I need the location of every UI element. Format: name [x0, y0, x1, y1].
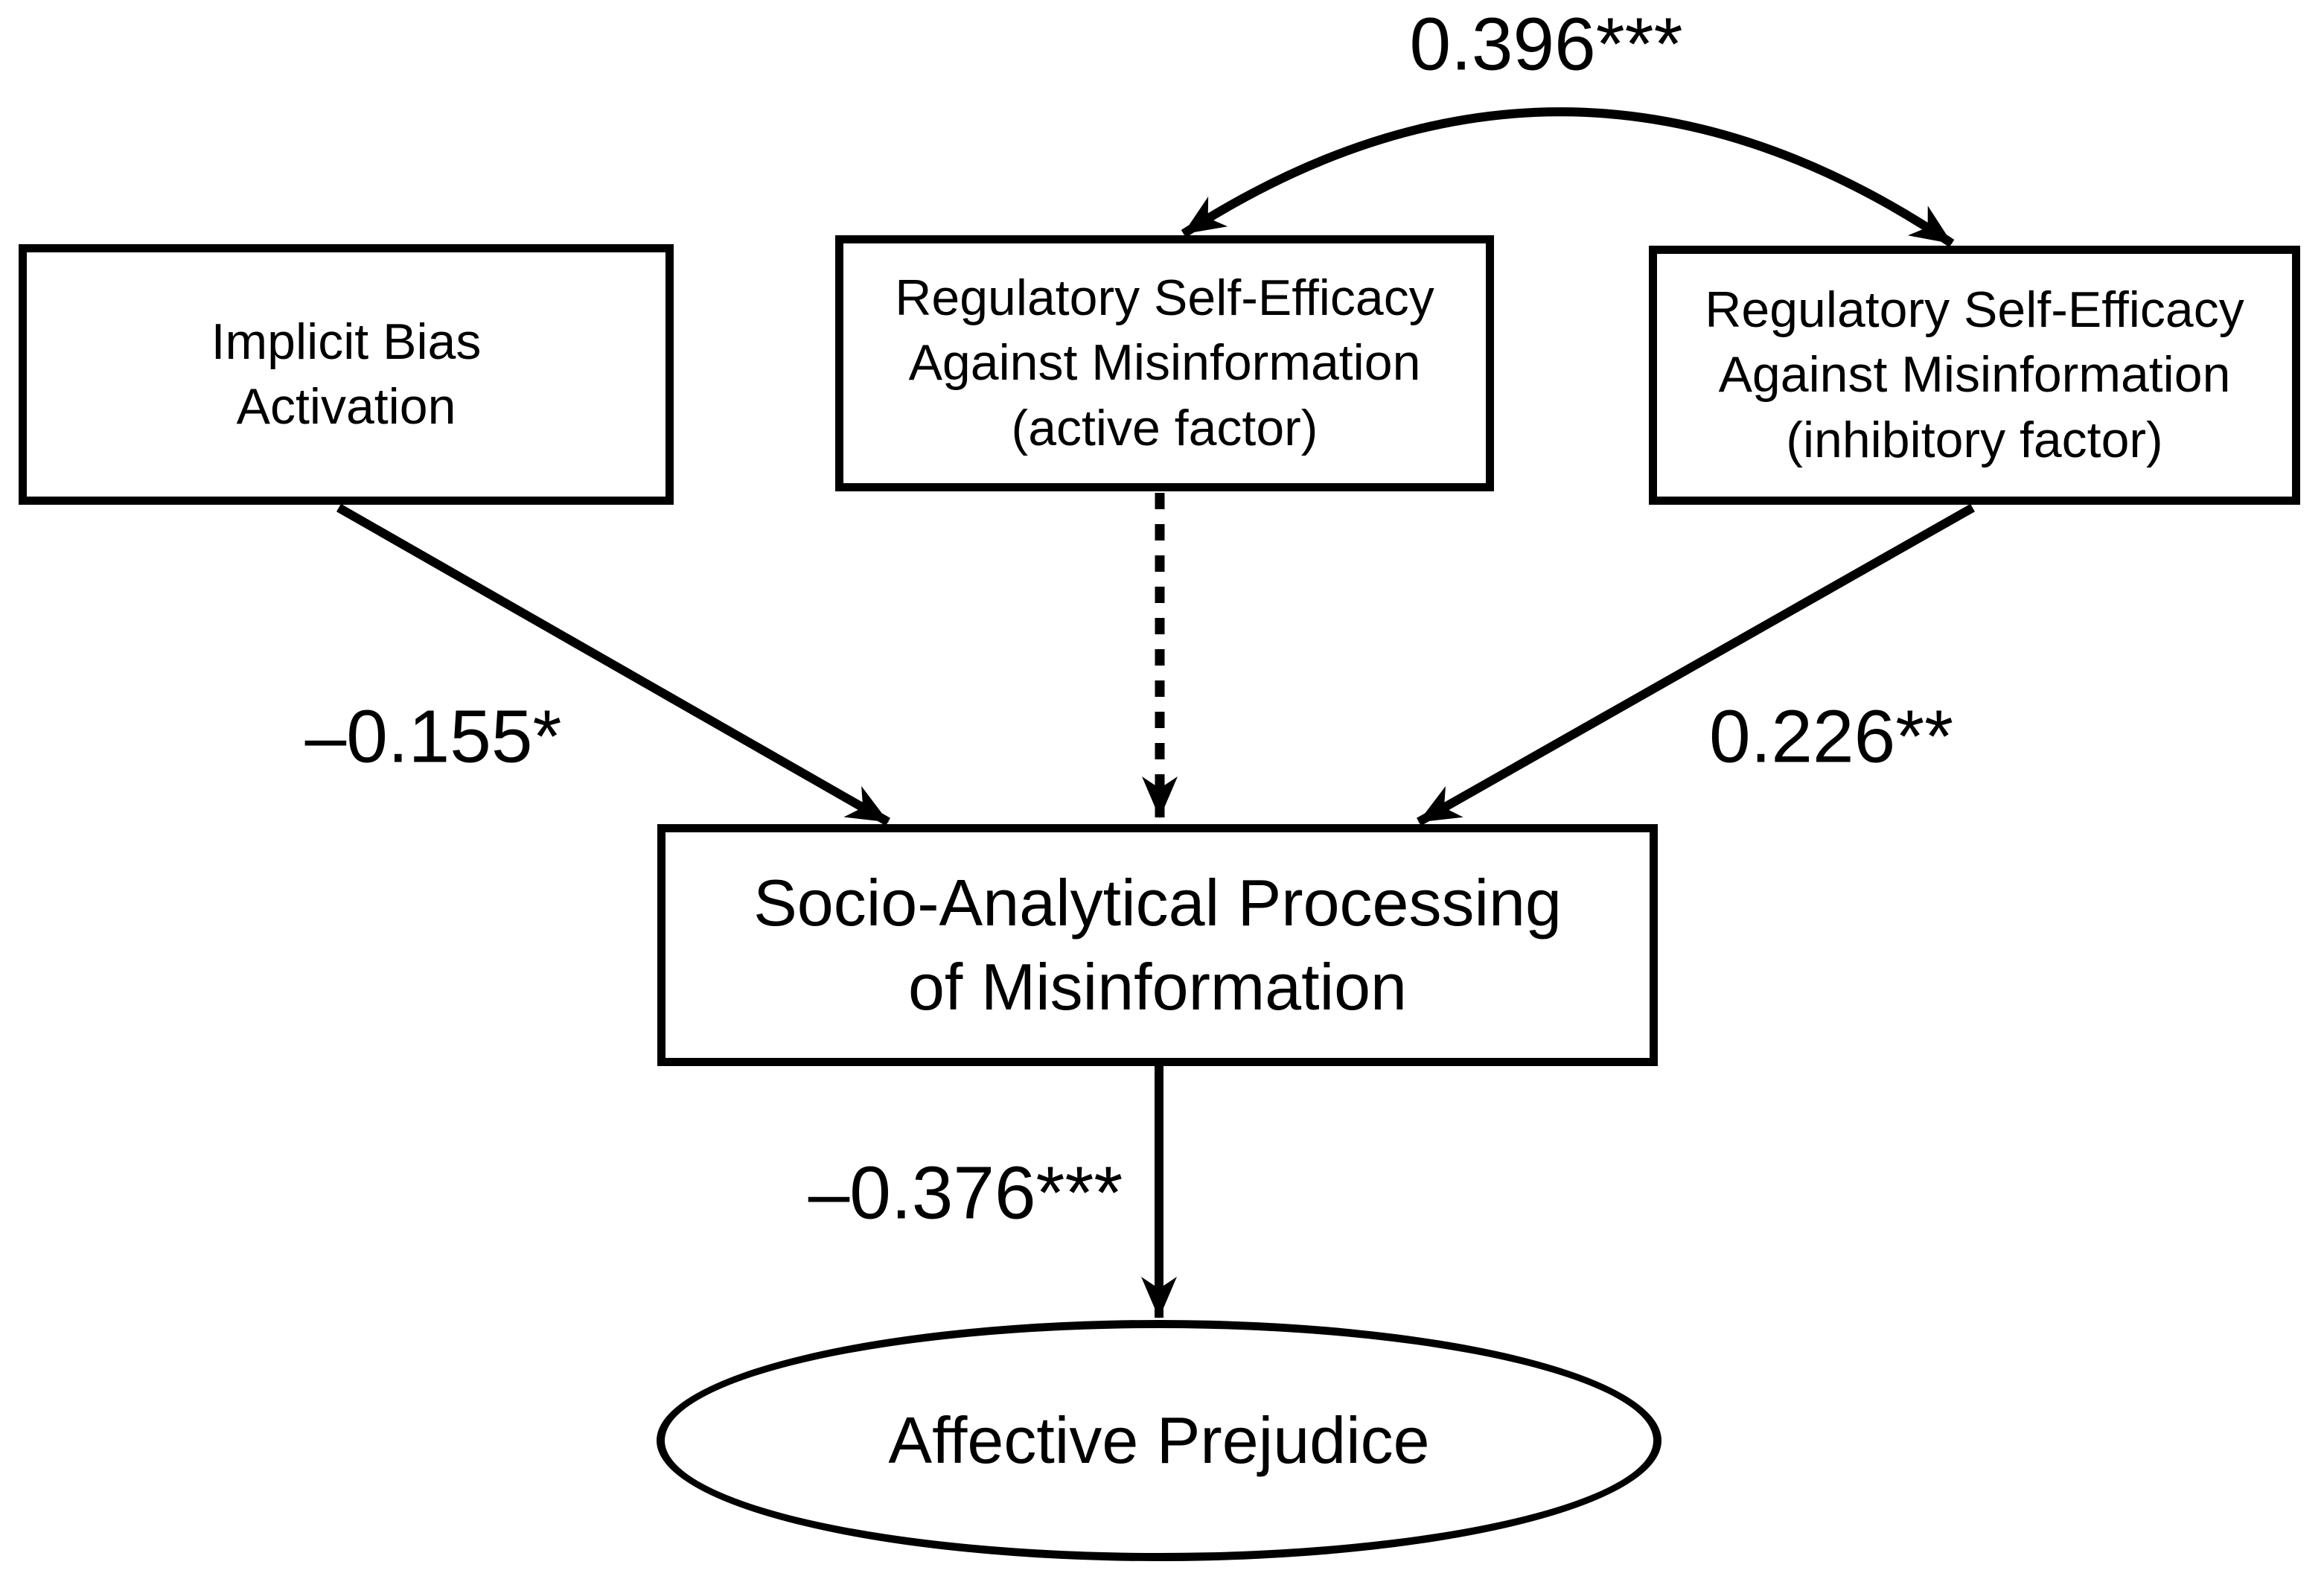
node-implicit-bias-activation: Implicit Bias Activation [19, 244, 674, 505]
node-rse-active: Regulatory Self-Efficacy Against Misinfo… [835, 235, 1494, 491]
node-label: Regulatory Self-Efficacy Against Misinfo… [895, 269, 1434, 456]
node-rse-inhibitory: Regulatory Self-Efficacy Against Misinfo… [1649, 246, 2300, 505]
node-label: Implicit Bias Activation [211, 313, 482, 435]
node-label: Affective Prejudice [888, 1403, 1430, 1477]
coefficient-label-covariance: 0.396*** [1409, 2, 1683, 86]
coefficient-label-inhibitory-path: 0.226** [1708, 695, 1954, 779]
arrow-inhibitory-factor-to-processing [1417, 503, 1975, 826]
coefficient-label-implicit-bias-path: –0.155* [304, 695, 562, 779]
arrow-implicit-bias-to-processing [336, 503, 890, 826]
coefficient-label-prejudice-path: –0.376*** [808, 1151, 1123, 1235]
covariance-arrow [1181, 107, 1955, 247]
node-label: Regulatory Self-Efficacy Against Misinfo… [1705, 281, 2244, 468]
node-affective-prejudice: Affective Prejudice [657, 1320, 1661, 1561]
node-socio-analytical-processing: Socio-Analytical Processing of Misinform… [657, 824, 1658, 1066]
node-label: Socio-Analytical Processing of Misinform… [753, 865, 1562, 1024]
